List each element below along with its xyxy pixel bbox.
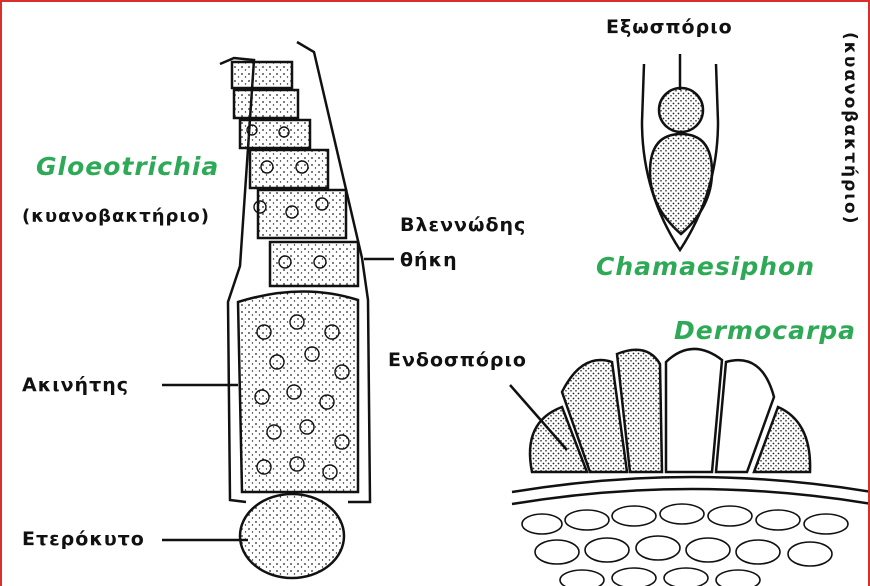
label-mucilage-sheath-line2: θήκη [400, 249, 458, 271]
dermocarpa-base-cells [522, 504, 848, 586]
genus-label-dermocarpa: Dermocarpa [674, 316, 856, 345]
dermocarpa-colony [512, 349, 870, 504]
label-akinete: Ακινήτης [22, 374, 129, 396]
label-exospore: Εξωσπόριο [606, 16, 733, 38]
type-label-gloeotrichia: (κυανοβακτήριο) [22, 206, 210, 227]
gloeotrichia-filament [220, 42, 370, 578]
type-label-chamaesiphon: (κυανοβακτήριο) [840, 32, 860, 225]
genus-label-gloeotrichia: Gloeotrichia [36, 152, 219, 181]
chamaesiphon-cell [642, 54, 718, 250]
label-mucilage-sheath-line1: Βλεννώδης [400, 214, 526, 236]
label-heterocyst: Ετερόκυτο [22, 528, 145, 550]
genus-label-chamaesiphon: Chamaesiphon [596, 252, 815, 281]
label-endospore: Ενδοσπόριο [388, 349, 527, 371]
